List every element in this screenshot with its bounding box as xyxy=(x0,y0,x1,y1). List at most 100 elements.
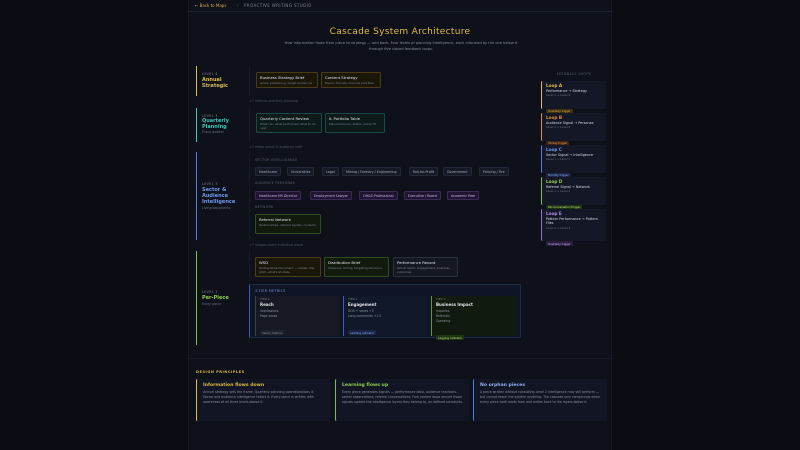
card-title: Quarterly Content Review xyxy=(260,116,310,121)
card-subtitle: Topics, formats, channel priorities xyxy=(325,81,374,85)
tier-tag: TIER 2 xyxy=(348,297,358,301)
sector-tag-not-for-profit[interactable]: Not-for-Profit xyxy=(409,167,439,176)
loop-levels: Level 1 → Level 2 xyxy=(546,125,571,130)
principle-learning-flows-up: Learning flows up Every piece generates … xyxy=(335,379,469,421)
principle-title: Information flows down xyxy=(203,383,265,388)
cascade-page: ← Back to Maps / PROACTIVE WRITING STUDI… xyxy=(188,0,612,450)
content-strategy-card[interactable]: Content Strategy Topics, formats, channe… xyxy=(321,72,381,88)
loop-trigger-badge: Monthly trigger xyxy=(546,172,571,178)
wsd-card[interactable]: WSD Writing Style Document — reader, the… xyxy=(255,257,321,277)
card-subtitle: Writing Style Document — reader, the pit… xyxy=(259,266,315,274)
sector-intelligence-label: SECTOR INTELLIGENCE xyxy=(255,158,298,162)
tier-badge: Vanity metrics xyxy=(260,330,285,335)
tier-name: Reach xyxy=(260,302,274,307)
principle-title: No orphan pieces xyxy=(480,383,526,388)
level-name: Sector & Audience Intelligence xyxy=(202,187,236,205)
loop-name: Loop C xyxy=(546,147,562,152)
card-title: Referral Network xyxy=(259,217,291,222)
principle-body: A piece written without consulting Level… xyxy=(480,390,600,405)
sector-tag-mining[interactable]: Mining / Forestry / Engineering xyxy=(342,167,401,176)
level-divider xyxy=(249,108,250,142)
tier-name: Business Impact xyxy=(436,302,473,307)
card-title: WSD xyxy=(259,260,269,265)
back-to-maps-link[interactable]: ← Back to Maps xyxy=(195,3,227,8)
level-subtitle: Every quarter xyxy=(202,130,224,134)
level-name: Per-Piece xyxy=(202,295,229,301)
loop-b-card[interactable]: Loop B Audience Signal → Personas Level … xyxy=(541,113,606,146)
section-divider xyxy=(189,358,611,359)
level-subtitle: Living documents xyxy=(202,206,231,210)
principle-information-flows-down: Information flows down Annual strategy s… xyxy=(196,379,330,421)
tier-badge: Lagging indicator xyxy=(436,335,465,340)
business-strategy-brief-card[interactable]: Business Strategy Brief Goals, positioni… xyxy=(256,72,318,88)
card-subtitle: Goals, positioning, target audiences xyxy=(260,81,313,85)
principle-body: Annual strategy sets the frame. Quarterl… xyxy=(203,390,315,405)
loop-levels: Level 1 → Level 4 xyxy=(546,93,571,98)
persona-tag-healthcare-hr[interactable]: Healthcare HR Director xyxy=(255,191,302,200)
quarterly-content-review-card[interactable]: Quarterly Content Review What ran, what … xyxy=(256,113,322,133)
tier-1-reach[interactable]: TIER 1 Reach Impressions Page views Vani… xyxy=(255,296,339,336)
loop-levels: Level 1 → Level 2 xyxy=(546,157,571,162)
loop-flow: Pattern Performance → Pattern Files xyxy=(546,216,598,225)
persona-tag-academic-peer[interactable]: Academic Peer xyxy=(447,191,480,200)
tier-item: Page views xyxy=(260,313,278,318)
tier-item: Inquiries xyxy=(436,308,450,313)
loop-trigger-badge: Quarterly trigger xyxy=(546,241,573,247)
loop-trigger-badge: 30-day trigger xyxy=(546,140,570,146)
loop-trigger-badge: Quarterly trigger xyxy=(546,108,573,114)
flow-l2-l1: ↓↑ shapes every individual piece xyxy=(249,243,303,247)
loop-flow: Referral Signal → Network xyxy=(546,184,590,189)
level-4-annual-strategic: LEVEL 4 Annual Strategic Yearly cadence … xyxy=(196,66,536,96)
breadcrumb-section: PROACTIVE WRITING STUDIO xyxy=(244,3,312,8)
performance-record-card[interactable]: Performance Record Actual reach, engagem… xyxy=(393,257,458,277)
loop-name: Loop A xyxy=(546,83,563,88)
il-portfolio-table-card[interactable]: IL Portfolio Table Planned pieces, statu… xyxy=(325,113,385,133)
breadcrumb-separator: / xyxy=(237,3,239,8)
sector-tag-government[interactable]: Government xyxy=(443,167,472,176)
level-subtitle: Every piece xyxy=(202,302,221,306)
persona-tag-ohs[interactable]: OH&S Professional xyxy=(359,191,398,200)
level-2-sector-audience-intelligence: LEVEL 3 Sector & Audience Intelligence L… xyxy=(196,152,536,240)
tier-2-engagement[interactable]: TIER 2 Engagement DOS + saves +3 Long co… xyxy=(343,296,427,336)
distribution-brief-card[interactable]: Distribution Brief Channels, timing, tar… xyxy=(324,257,389,277)
sector-tag-legal[interactable]: Legal xyxy=(322,167,339,176)
loop-flow: Sector Signal → Intelligence xyxy=(546,152,594,157)
card-subtitle: What ran, what performed, what to do nex… xyxy=(260,122,316,130)
tier-item: Impressions xyxy=(260,308,279,313)
loop-e-card[interactable]: Loop E Pattern Performance → Pattern Fil… xyxy=(541,209,606,247)
tier-3-business-impact[interactable]: TIER 3 Business Impact Inquiries Referra… xyxy=(431,296,515,340)
sector-tag-universities[interactable]: Universities xyxy=(287,167,315,176)
tier-badge: Leading indicator xyxy=(348,330,377,335)
card-subtitle: Relationships, referral signals, contact… xyxy=(259,223,316,227)
level-tag: LEVEL 3 xyxy=(202,114,218,118)
tier-item: DOS + saves +3 xyxy=(348,308,374,313)
card-title: Performance Record xyxy=(397,260,436,265)
level-subtitle: Yearly cadence xyxy=(202,84,226,88)
sector-tag-policing-fire[interactable]: Policing / Fire xyxy=(479,167,509,176)
level-name: Annual Strategic xyxy=(202,77,228,89)
top-nav: ← Back to Maps / PROACTIVE WRITING STUDI… xyxy=(189,0,611,12)
card-subtitle: Actual reach, engagement, business outco… xyxy=(397,266,450,274)
audience-personas-label: AUDIENCE PERSONAS xyxy=(255,181,295,185)
persona-tag-executive-board[interactable]: Executive / Board xyxy=(404,191,441,200)
level-divider xyxy=(249,152,250,240)
persona-tag-employment-lawyer[interactable]: Employment Lawyer xyxy=(310,191,352,200)
principle-title: Learning flows up xyxy=(342,383,389,388)
loop-c-card[interactable]: Loop C Sector Signal → Intelligence Leve… xyxy=(541,145,606,178)
loop-a-card[interactable]: Loop A Performance → Strategy Level 1 → … xyxy=(541,81,606,114)
sector-tag-healthcare[interactable]: Healthcare xyxy=(255,167,281,176)
referral-network-card[interactable]: Referral Network Relationships, referral… xyxy=(255,214,321,234)
loop-name: Loop D xyxy=(546,179,563,184)
tier-item: Long comments +1.5 xyxy=(348,313,382,318)
level-tag: LEVEL 1 xyxy=(202,290,218,294)
loop-d-card[interactable]: Loop D Referral Signal → Network Level 1… xyxy=(541,177,606,210)
page-subtitle: How information flows from piece to stra… xyxy=(284,41,518,51)
feedback-loops-heading: FEEDBACK LOOPS xyxy=(556,72,592,76)
loop-flow: Audience Signal → Personas xyxy=(546,120,594,125)
level-tag: LEVEL 3 xyxy=(202,182,218,186)
card-title: Business Strategy Brief xyxy=(260,75,305,80)
card-subtitle: Channels, timing, targeting decisions xyxy=(328,266,382,270)
network-label: NETWORK xyxy=(255,205,274,209)
tier-item: Speaking xyxy=(436,318,451,323)
tier-tag: TIER 1 xyxy=(260,297,270,301)
